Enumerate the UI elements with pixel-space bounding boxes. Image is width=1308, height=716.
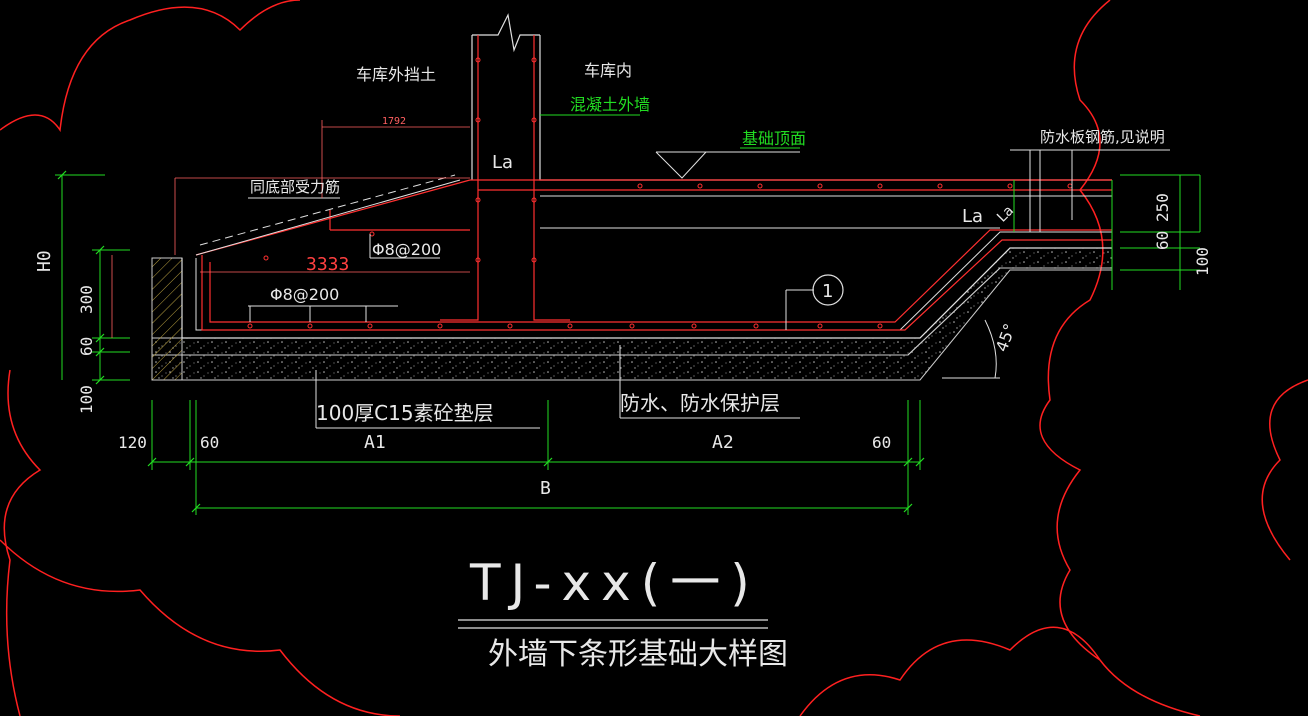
angle-arc xyxy=(942,319,1000,379)
dim-60-right: 60 xyxy=(872,433,891,452)
dim-250: 250 xyxy=(1153,193,1172,222)
label-waterproof-rebar: 防水板钢筋,见说明 xyxy=(1040,128,1165,146)
dim-h0: H0 xyxy=(34,250,55,272)
drawing-title: TJ-xx(一) xyxy=(469,554,760,612)
label-concrete-wall: 混凝土外墙 xyxy=(570,95,650,114)
wall-outline xyxy=(471,35,1112,181)
dim-a1: A1 xyxy=(364,432,386,453)
label-foundation-top: 基础顶面 xyxy=(742,129,806,148)
label-la-1: La xyxy=(492,152,513,173)
dim-b: B xyxy=(540,478,551,499)
dim-60-vert: 60 xyxy=(77,337,96,356)
label-waterproof-layer: 防水、防水保护层 xyxy=(620,391,780,415)
dim-100-right-vert: 100 xyxy=(1193,247,1212,276)
dim-100-vert: 100 xyxy=(77,385,96,414)
label-dim-3333: 3333 xyxy=(306,254,349,275)
label-garage-inside: 车库内 xyxy=(584,61,632,80)
foundation-outline xyxy=(181,247,1112,339)
dim-60-left: 60 xyxy=(200,433,219,452)
leader-lines xyxy=(248,149,1170,429)
label-lean-concrete: 100厚C15素砼垫层 xyxy=(316,401,494,425)
label-callout-1: 1 xyxy=(822,281,833,302)
label-rebar-2: Φ8@200 xyxy=(270,285,339,304)
break-line xyxy=(472,13,540,53)
label-dim-1792: 1792 xyxy=(382,116,406,127)
slope-line xyxy=(195,179,461,256)
level-marker xyxy=(655,151,800,179)
dim-a2: A2 xyxy=(712,432,734,453)
callout-circle xyxy=(812,274,844,306)
dimension-lines xyxy=(55,114,1201,515)
label-angle: 45° xyxy=(992,321,1020,354)
dim-60-right-vert: 60 xyxy=(1153,231,1172,250)
label-rebar-1: Φ8@200 xyxy=(372,240,441,259)
label-la-2: La xyxy=(962,206,983,227)
slope-dashed xyxy=(199,174,456,246)
foundation-inner-outline xyxy=(195,231,1112,331)
small-dims xyxy=(111,120,470,338)
rebar-dots xyxy=(247,57,1073,329)
dim-120: 120 xyxy=(118,433,147,452)
dim-300: 300 xyxy=(77,285,96,314)
label-bottom-rebar: 同底部受力筋 xyxy=(250,178,340,196)
label-garage-outside: 车库外挡土 xyxy=(356,65,436,84)
drawing-subtitle: 外墙下条形基础大样图 xyxy=(488,637,788,672)
dim-ticks xyxy=(57,170,925,513)
soil-hatch xyxy=(151,257,183,381)
